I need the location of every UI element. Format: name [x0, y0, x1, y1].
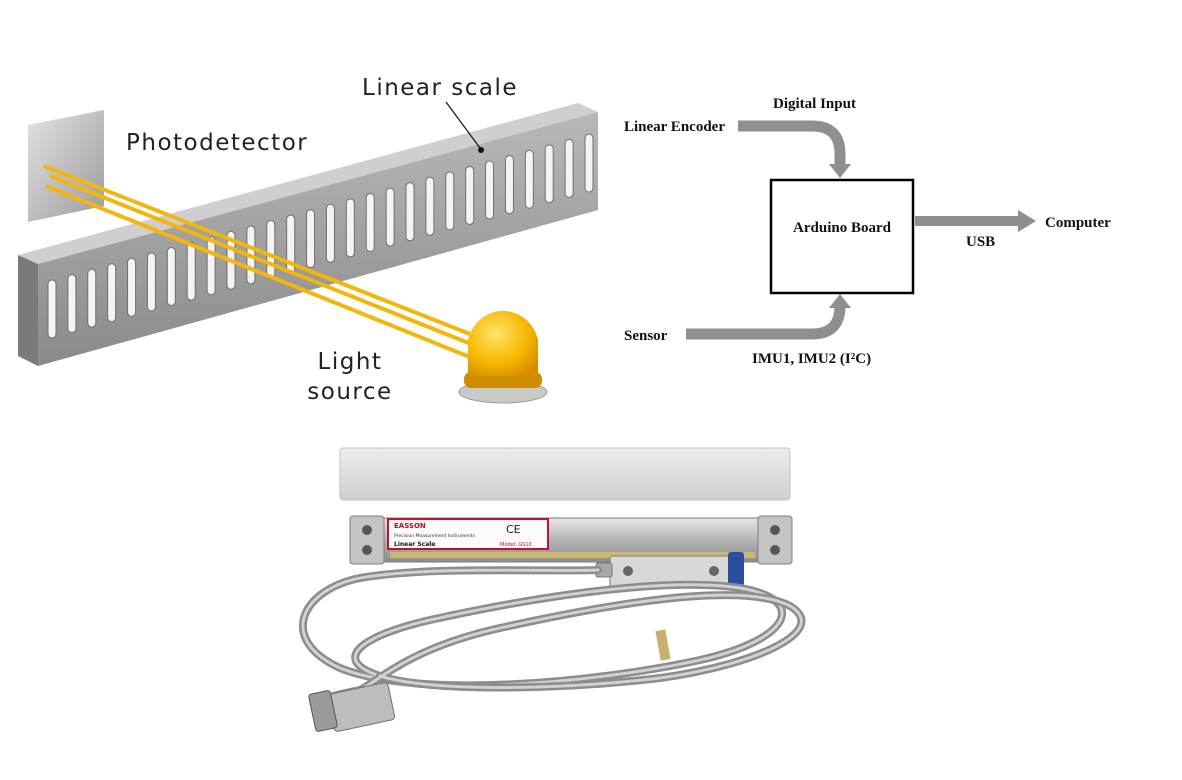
arduino-board-label: Arduino Board	[793, 220, 892, 236]
scale-slot	[426, 177, 434, 235]
scale-slot	[346, 199, 354, 257]
scale-slot	[48, 280, 56, 338]
light-source-label-line2: source	[307, 379, 392, 405]
led-light-source	[459, 311, 547, 403]
model-text: Model: GS10	[500, 542, 532, 548]
scale-slot	[167, 248, 175, 306]
scale-slot	[147, 253, 155, 311]
scale-slot	[267, 221, 275, 279]
scale-slot	[128, 258, 136, 316]
mount-hole	[362, 525, 372, 535]
scale-slot	[68, 275, 76, 333]
encoder-input-arrowhead	[829, 164, 851, 178]
scale-cover-strip	[340, 448, 790, 500]
scale-slot	[207, 237, 215, 295]
subtitle-text: Precision Measurement Instruments	[394, 533, 476, 539]
scale-slot	[585, 134, 593, 192]
scale-end-block-left	[350, 516, 384, 564]
usb-label: USB	[966, 234, 995, 250]
encoder-input-arrow	[738, 126, 840, 166]
block-diagram-panel: Linear Encoder Digital Input Arduino Boa…	[624, 96, 1111, 367]
mount-hole	[770, 525, 780, 535]
scale-slot	[386, 188, 394, 246]
scale-slot	[88, 269, 96, 327]
linear-scale-label: Linear scale	[362, 75, 518, 101]
armored-cable	[303, 570, 802, 700]
optical-principle-panel: Linear scale Photodetector Light source	[18, 75, 598, 405]
scale-slot	[108, 264, 116, 322]
scale-slot	[446, 172, 454, 230]
scale-slot	[525, 150, 533, 208]
imu-label: IMU1, IMU2 (I²C)	[752, 351, 871, 367]
scale-slot	[366, 193, 374, 251]
led-dome	[468, 311, 538, 376]
reading-head-screw	[623, 566, 633, 576]
light-source-label-line1: Light	[318, 349, 383, 375]
computer-label: Computer	[1045, 215, 1111, 231]
reading-head-screw	[709, 566, 719, 576]
scale-slot	[187, 242, 195, 300]
sensor-input-arrow	[686, 306, 840, 334]
scale-slot	[545, 145, 553, 203]
scale-end-block-right	[758, 516, 792, 564]
scale-slot	[466, 166, 474, 224]
product-photo: EASSON Precision Measurement Instruments…	[303, 448, 802, 732]
scale-slot	[505, 156, 513, 214]
usb-output-arrowhead	[1018, 210, 1036, 232]
cable-band	[655, 629, 670, 660]
scale-slot	[486, 161, 494, 219]
brand-text: EASSON	[394, 522, 426, 530]
sensor-label: Sensor	[624, 328, 668, 344]
arduino-board-box	[771, 180, 913, 293]
product-label: Linear Scale	[394, 541, 435, 548]
db9-connector	[308, 682, 395, 732]
scale-slot	[326, 204, 334, 262]
photodetector-label: Photodetector	[126, 130, 308, 156]
digital-input-label: Digital Input	[773, 96, 856, 112]
linear-encoder-label: Linear Encoder	[624, 119, 725, 135]
scale-slot	[406, 183, 414, 241]
ce-mark: CE	[506, 523, 521, 536]
mount-hole	[362, 545, 372, 555]
linear-scale-leader-dot	[478, 147, 484, 153]
mount-hole	[770, 545, 780, 555]
scale-slot	[565, 139, 573, 197]
linear-scale-end	[18, 255, 38, 366]
sensor-input-arrowhead	[829, 294, 851, 308]
scale-slot	[307, 210, 315, 268]
reading-head-cap	[728, 552, 744, 588]
